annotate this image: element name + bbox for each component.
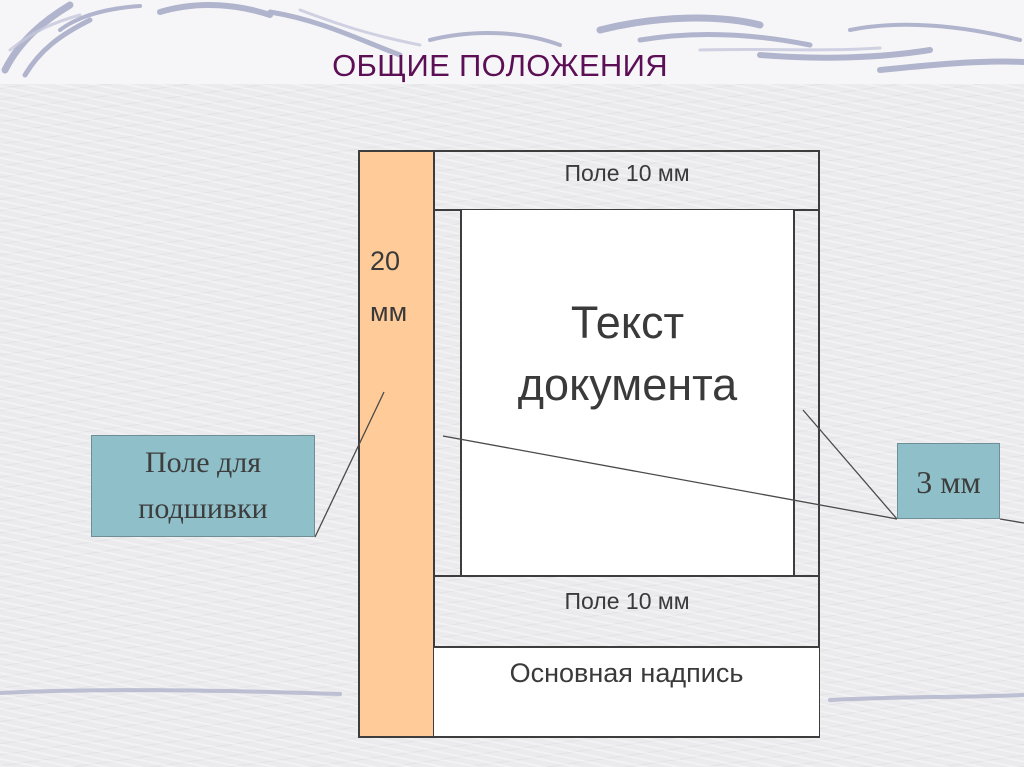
gap-leader-line-right [802,409,898,520]
top-margin-label: Поле 10 мм [564,160,690,186]
binding-leader-line [314,391,385,538]
decorative-brush-strokes [1,1,1024,78]
bottom-margin-divider [434,575,820,577]
gap-leader-line-tail [999,518,1024,524]
title-block-divider [434,646,820,648]
page-title: ОБЩИЕ ПОЛОЖЕНИЯ [0,48,1024,84]
gap-leader-line-left [442,435,898,520]
text-area-label: Текст документа [517,297,738,410]
header-band [0,0,1024,84]
gap-callout: 3 мм [897,443,1000,519]
bottom-margin-label: Поле 10 мм [564,588,690,614]
binding-margin-label: 20 мм [370,246,408,327]
text-area [460,210,795,575]
page-title-text: ОБЩИЕ ПОЛОЖЕНИЯ [332,48,668,83]
title-block [434,648,819,736]
title-block-label: Основная надпись [509,658,744,688]
binding-callout: Поле для подшивки [91,435,315,537]
binding-margin [360,152,435,736]
